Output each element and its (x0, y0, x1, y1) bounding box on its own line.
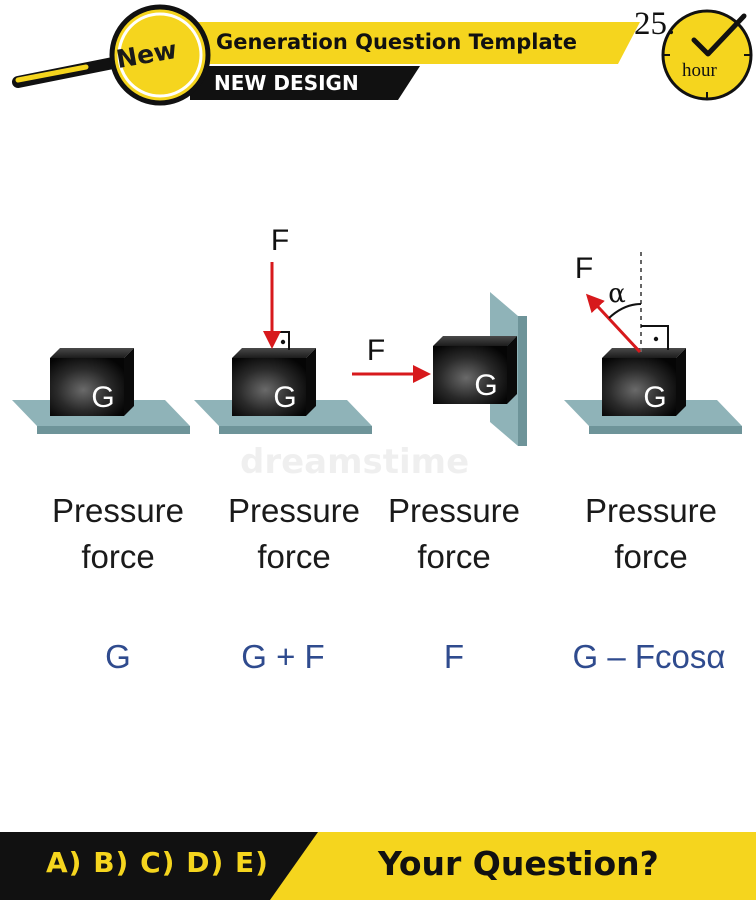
header-banner: New Generation Question Template NEW DES… (0, 0, 756, 120)
force-label: F (575, 252, 593, 285)
answer-options: A) B) C) D) E) (46, 846, 269, 879)
header-graphics (12, 4, 753, 106)
title-band (150, 22, 640, 64)
angle-arc (608, 303, 642, 319)
pressure-force-diagram: G G F G F G α F (12, 224, 742, 446)
block (433, 346, 507, 404)
force-arrow (585, 293, 642, 354)
case-4-figure: G α F (564, 252, 742, 434)
block-label: G (273, 381, 296, 414)
block-label: G (643, 381, 666, 414)
block-label: G (474, 369, 497, 402)
case-2-formula: G + F (241, 638, 325, 675)
case-3-formula: F (443, 638, 465, 675)
right-angle-icon (641, 325, 669, 350)
block-label: G (91, 381, 114, 414)
answers-band (0, 832, 318, 900)
timer-unit: hour (682, 60, 717, 81)
template-title: Generation Question Template (216, 30, 577, 54)
angle-label: α (608, 279, 626, 309)
subtitle-band (190, 66, 420, 100)
footer-banner (0, 832, 756, 900)
question-prompt: Your Question? (378, 844, 659, 883)
template-subtitle: NEW DESIGN (214, 71, 359, 95)
timer-number: 25. (634, 6, 676, 42)
case-2-label: Pressure force (227, 492, 361, 575)
case-3-figure: G F (352, 292, 527, 446)
block (602, 358, 676, 416)
watermark: dreamstime (240, 442, 470, 482)
case-1-label: Pressure force (51, 492, 185, 575)
case-4-label: Pressure force (584, 492, 718, 575)
case-3-label: Pressure force (387, 492, 521, 575)
case-1-formula: G (105, 638, 131, 675)
block (50, 358, 124, 416)
force-label: F (367, 334, 385, 367)
case-2-figure: G F (194, 224, 372, 434)
block (232, 358, 306, 416)
case-1-figure: G (12, 348, 190, 434)
right-angle-icon (272, 331, 290, 350)
checkmark-icon (691, 13, 747, 57)
force-label: F (271, 224, 289, 257)
magnifier-lens-icon (109, 4, 211, 106)
case-4-formula: G – Fcosα (572, 638, 726, 675)
